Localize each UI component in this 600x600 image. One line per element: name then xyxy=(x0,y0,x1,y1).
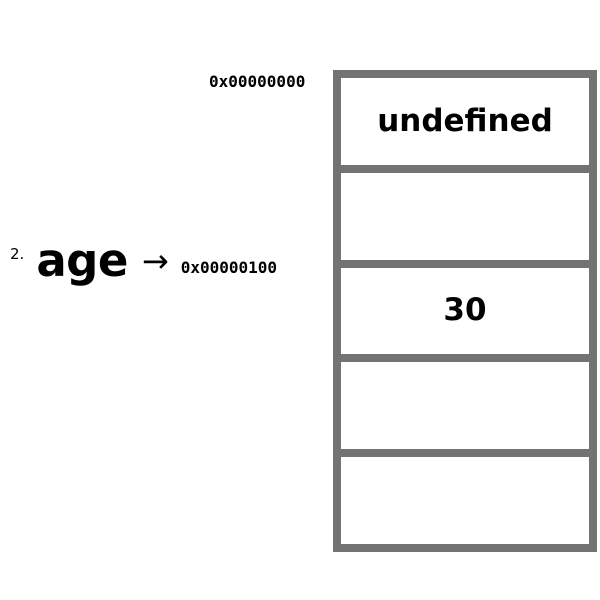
item-number-label: 2. xyxy=(10,245,25,263)
memory-cell xyxy=(341,457,589,544)
variable-binding-row: 2. age → 0x00000100 xyxy=(10,238,277,298)
base-address-label: 0x00000000 xyxy=(209,72,306,91)
memory-cell-value: undefined xyxy=(377,102,553,139)
memory-column: undefined 30 xyxy=(333,70,597,552)
pointer-address-label: 0x00000100 xyxy=(180,258,278,277)
right-arrow-icon: → xyxy=(141,242,169,280)
memory-cell-value: 30 xyxy=(443,292,487,329)
variable-name-label: age xyxy=(36,234,128,287)
memory-cell: 30 xyxy=(341,267,589,355)
memory-cell xyxy=(341,172,589,260)
memory-cell: undefined xyxy=(341,78,589,165)
memory-cell xyxy=(341,362,589,450)
